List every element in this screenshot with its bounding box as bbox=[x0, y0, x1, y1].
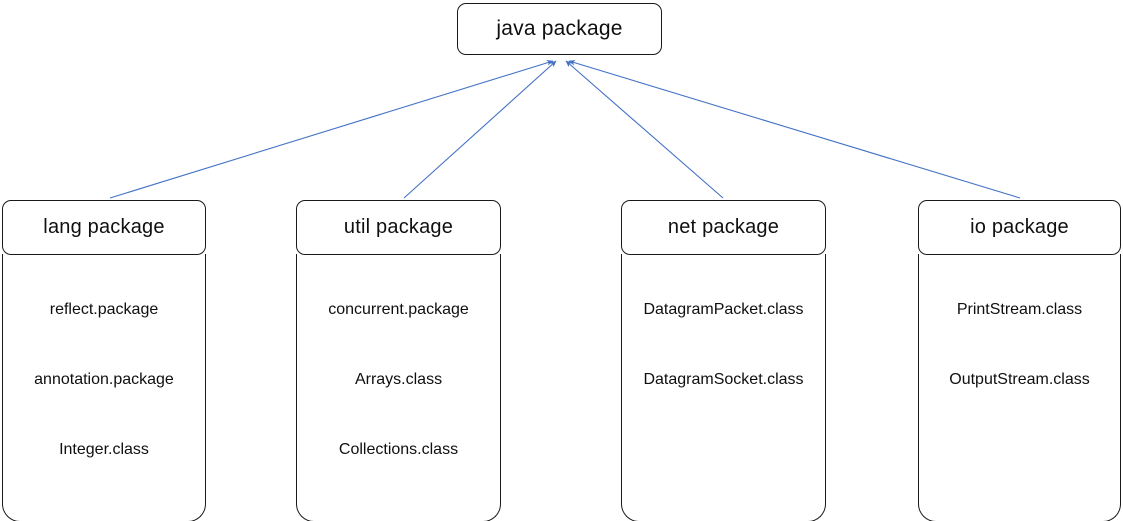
node-java-package[interactable]: java package bbox=[457, 3, 662, 55]
node-io-package[interactable]: io package PrintStream.class OutputStrea… bbox=[918, 200, 1121, 521]
connector-io-to-root bbox=[568, 59, 1021, 199]
node-io-package-header[interactable]: io package bbox=[918, 200, 1121, 255]
node-net-package-title: net package bbox=[667, 216, 780, 238]
list-item: annotation.package bbox=[34, 370, 174, 388]
list-item: DatagramSocket.class bbox=[643, 370, 804, 388]
node-lang-package-body: reflect.package annotation.package Integ… bbox=[2, 253, 206, 521]
list-item: PrintStream.class bbox=[956, 300, 1083, 318]
list-item: reflect.package bbox=[49, 300, 159, 318]
connector-util-to-root bbox=[403, 60, 557, 199]
list-item: OutputStream.class bbox=[949, 370, 1090, 388]
list-item: Integer.class bbox=[59, 440, 149, 458]
node-net-package-body: DatagramPacket.class DatagramSocket.clas… bbox=[621, 253, 826, 521]
list-item: DatagramPacket.class bbox=[643, 300, 804, 318]
connector-lang-to-root bbox=[109, 60, 554, 199]
node-net-package-header[interactable]: net package bbox=[621, 200, 826, 255]
node-util-package-header[interactable]: util package bbox=[296, 200, 501, 255]
node-lang-package-title: lang package bbox=[43, 216, 165, 238]
node-util-package-title: util package bbox=[343, 216, 454, 238]
node-util-package-body: concurrent.package Arrays.class Collecti… bbox=[296, 253, 501, 521]
list-item: Arrays.class bbox=[354, 370, 443, 388]
node-java-package-label: java package bbox=[496, 17, 623, 40]
node-io-package-title: io package bbox=[970, 216, 1069, 238]
node-util-package[interactable]: util package concurrent.package Arrays.c… bbox=[296, 200, 501, 521]
node-net-package[interactable]: net package DatagramPacket.class Datagra… bbox=[621, 200, 826, 521]
node-io-package-body: PrintStream.class OutputStream.class bbox=[918, 253, 1121, 521]
node-lang-package-header[interactable]: lang package bbox=[2, 200, 206, 255]
connector-net-to-root bbox=[565, 60, 724, 199]
node-lang-package[interactable]: lang package reflect.package annotation.… bbox=[2, 200, 206, 521]
list-item: concurrent.package bbox=[328, 300, 469, 318]
list-item: Collections.class bbox=[338, 440, 459, 458]
